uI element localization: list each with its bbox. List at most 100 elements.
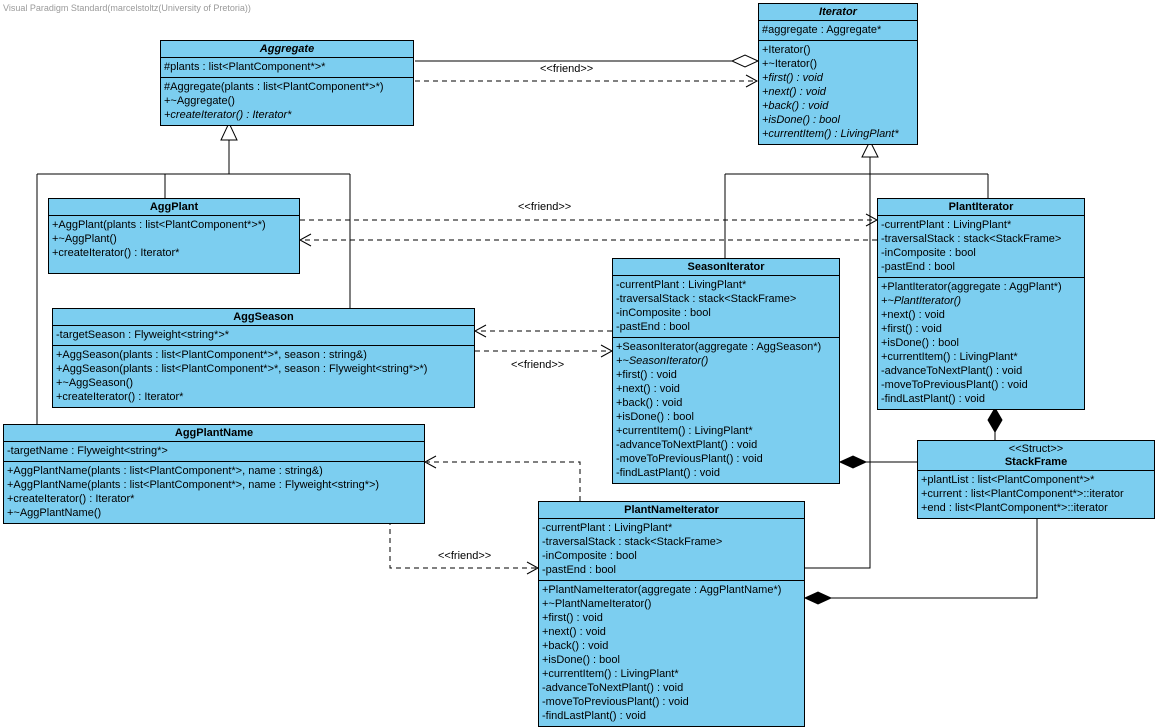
class-plantnameiterator[interactable]: PlantNameIterator -currentPlant : Living…	[538, 501, 805, 727]
operations-compartment: +PlantIterator(aggregate : AggPlant*)+~P…	[878, 277, 1084, 409]
edge-dependency-seasoniterator-aggseason[interactable]	[473, 324, 612, 338]
operations-compartment: +AggSeason(plants : list<PlantComponent*…	[53, 345, 474, 407]
member-row: +AggPlant(plants : list<PlantComponent*>…	[52, 219, 266, 231]
member-row: +createIterator() : Iterator*	[52, 247, 180, 259]
open-arrow-icon	[298, 233, 312, 247]
member-row: -pastEnd : bool	[542, 564, 616, 576]
class-title: PlantIterator	[948, 201, 1014, 213]
member-row: +plantList : list<PlantComponent*>*	[921, 474, 1095, 486]
member-row: +next() : void	[616, 383, 680, 395]
member-row: -targetName : Flyweight<string*>	[7, 445, 168, 457]
member-row: -findLastPlant() : void	[881, 393, 985, 405]
class-stackframe[interactable]: <<Struct>> StackFrame +plantList : list<…	[917, 440, 1155, 519]
member-row: +PlantNameIterator(aggregate : AggPlantN…	[542, 584, 782, 596]
member-row: #Aggregate(plants : list<PlantComponent*…	[164, 81, 384, 93]
member-row: +isDone() : bool	[762, 114, 840, 126]
class-iterator[interactable]: Iterator #aggregate : Aggregate* +Iterat…	[758, 3, 918, 145]
member-row: +~PlantNameIterator()	[542, 598, 652, 610]
operations-compartment: +AggPlantName(plants : list<PlantCompone…	[4, 461, 424, 523]
member-row: +currentItem() : LivingPlant*	[881, 351, 1018, 363]
member-row: +first() : void	[616, 369, 677, 381]
member-row: +isDone() : bool	[881, 337, 959, 349]
edge-composition-seasoniterator-stackframe[interactable]	[838, 455, 917, 469]
member-row: -pastEnd : bool	[881, 261, 955, 273]
composition-diamond-icon	[838, 455, 868, 469]
composition-diamond-icon	[803, 591, 833, 605]
member-row: +next() : void	[762, 86, 826, 98]
member-row: +first() : void	[542, 612, 603, 624]
member-row: -traversalStack : stack<StackFrame>	[881, 233, 1062, 245]
edge-generalization-to-aggregate[interactable]	[36, 121, 351, 424]
open-arrow-icon	[745, 74, 759, 88]
edge-composition-plantiterator-stackframe[interactable]	[987, 407, 1003, 440]
class-title: AggPlant	[149, 201, 199, 213]
class-aggseason[interactable]: AggSeason -targetSeason : Flyweight<stri…	[52, 308, 475, 408]
edge-generalization-to-iterator[interactable]	[724, 139, 989, 569]
member-row: +~Aggregate()	[164, 95, 235, 107]
class-plantiterator[interactable]: PlantIterator -currentPlant : LivingPlan…	[877, 198, 1085, 410]
edge-friend-aggregate-iterator[interactable]	[415, 74, 759, 88]
member-row: -traversalStack : stack<StackFrame>	[616, 293, 797, 305]
member-row: +end : list<PlantComponent*>::iterator	[921, 502, 1108, 514]
operations-compartment: +PlantNameIterator(aggregate : AggPlantN…	[539, 580, 804, 726]
edge-dependency-plantnameiterator-aggplantname[interactable]	[423, 455, 581, 501]
class-aggplantname[interactable]: AggPlantName -targetName : Flyweight<str…	[3, 424, 425, 524]
class-stereotype: <<Struct>>	[1008, 443, 1064, 455]
member-row: -traversalStack : stack<StackFrame>	[542, 536, 723, 548]
open-arrow-icon	[473, 324, 487, 338]
friend-stereotype-label: <<friend>>	[438, 550, 492, 562]
member-row: +next() : void	[881, 309, 945, 321]
class-title: PlantNameIterator	[624, 504, 719, 516]
member-row: -moveToPreviousPlant() : void	[616, 453, 763, 465]
class-aggregate[interactable]: Aggregate #plants : list<PlantComponent*…	[160, 40, 414, 126]
attributes-compartment: -currentPlant : LivingPlant* -traversalSt…	[539, 518, 804, 580]
attributes-compartment: -currentPlant : LivingPlant* -traversalSt…	[878, 215, 1084, 277]
member-row: -currentPlant : LivingPlant*	[881, 219, 1012, 231]
member-row: +~PlantIterator()	[881, 295, 962, 307]
member-row: -inComposite : bool	[542, 550, 637, 562]
composition-diamond-icon	[987, 407, 1003, 433]
member-row: +createIterator() : Iterator*	[164, 109, 292, 121]
member-row: -advanceToNextPlant() : void	[542, 682, 684, 694]
watermark-text: Visual Paradigm Standard(marcelstoltz(Un…	[3, 3, 251, 13]
class-title: AggPlantName	[174, 427, 254, 439]
member-row: +currentItem() : LivingPlant*	[616, 425, 753, 437]
member-row: -advanceToNextPlant() : void	[616, 439, 758, 451]
member-row: +~AggPlantName()	[7, 507, 102, 519]
member-row: +first() : void	[762, 72, 823, 84]
class-title: AggSeason	[233, 311, 294, 323]
member-row: -currentPlant : LivingPlant*	[542, 522, 673, 534]
member-row: +createIterator() : Iterator*	[7, 493, 135, 505]
attributes-compartment: -targetSeason : Flyweight<string*>*	[53, 325, 474, 345]
edge-dependency-plantiterator-aggplant[interactable]	[298, 233, 877, 247]
attributes-compartment: +plantList : list<PlantComponent*>*+curr…	[918, 470, 1154, 518]
attributes-compartment: -targetName : Flyweight<string*>	[4, 441, 424, 461]
member-row: -moveToPreviousPlant() : void	[542, 696, 689, 708]
member-row: +~SeasonIterator()	[616, 355, 709, 367]
member-row: +back() : void	[616, 397, 683, 409]
member-row: +back() : void	[762, 100, 829, 112]
member-row: +~AggSeason()	[56, 377, 134, 389]
edge-friend-aggseason-seasoniterator[interactable]	[475, 344, 614, 358]
class-seasoniterator[interactable]: SeasonIterator -currentPlant : LivingPla…	[612, 258, 840, 484]
member-row: +next() : void	[542, 626, 606, 638]
member-row: +AggSeason(plants : list<PlantComponent*…	[56, 349, 367, 361]
member-row: #aggregate : Aggregate*	[762, 24, 882, 36]
operations-compartment: +Iterator()+~Iterator()+first() : void+n…	[759, 40, 917, 144]
member-row: #plants : list<PlantComponent*>*	[164, 61, 326, 73]
edge-aggregation-iterator-aggregate[interactable]	[415, 54, 760, 68]
operations-compartment: +SeasonIterator(aggregate : AggSeason*)+…	[613, 337, 839, 483]
member-row: +back() : void	[542, 640, 609, 652]
member-row: -moveToPreviousPlant() : void	[881, 379, 1028, 391]
edge-composition-plantnameiterator-stackframe[interactable]	[803, 519, 1038, 605]
aggregation-diamond-icon	[730, 54, 760, 68]
edge-friend-aggplant-plantiterator[interactable]	[300, 213, 879, 227]
class-aggplant[interactable]: AggPlant +AggPlant(plants : list<PlantCo…	[48, 198, 300, 274]
edge-friend-aggplantname-plantnameiterator[interactable]	[389, 520, 540, 575]
member-row: +first() : void	[881, 323, 942, 335]
operations-compartment: #Aggregate(plants : list<PlantComponent*…	[161, 77, 413, 125]
member-row: +currentItem() : LivingPlant*	[542, 668, 679, 680]
member-row: +~Iterator()	[762, 58, 818, 70]
